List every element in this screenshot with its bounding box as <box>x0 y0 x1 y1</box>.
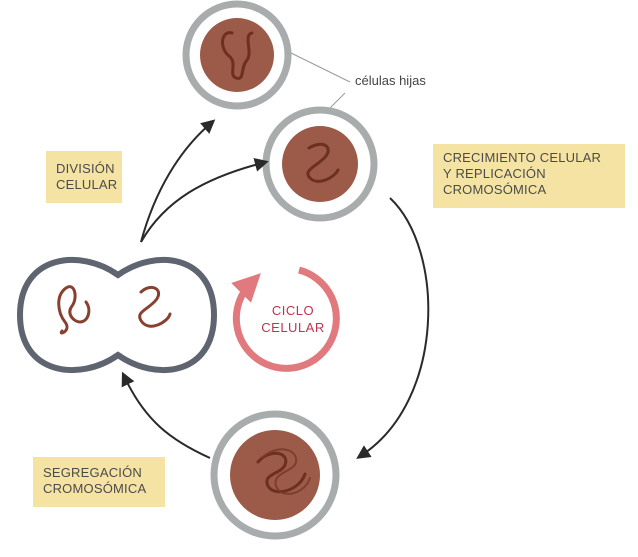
segregation-cell <box>210 410 340 540</box>
daughter-cell-growth <box>262 106 378 222</box>
division-label-line-1: DIVISIÓN <box>56 161 115 176</box>
cycle-title-line-1: CICLO <box>271 303 315 318</box>
division-label-line-2: CELULAR <box>56 177 118 192</box>
cycle-ring <box>231 266 340 372</box>
chromosome-icon <box>306 142 340 183</box>
growth-replication-label: CRECIMIENTO CELULAR Y REPLICACIÓN CROMOS… <box>433 144 625 208</box>
arrow-division-to-top-cell <box>140 119 216 243</box>
growth-label-line-3: CROMOSÓMICA <box>443 182 547 197</box>
arrow-segregation-to-division <box>121 371 211 459</box>
arrow-division-to-growth-cell <box>140 158 269 243</box>
daughter-cells-label: células hijas <box>355 73 426 88</box>
segregation-label-line-1: SEGREGACIÓN <box>43 465 142 480</box>
segregation-label-line-2: CROMOSÓMICA <box>43 481 147 496</box>
segregation-label: SEGREGACIÓN CROMOSÓMICA <box>33 457 165 507</box>
daughter-cell-pointer-top <box>288 51 351 83</box>
division-label: DIVISIÓN CELULAR <box>46 151 122 203</box>
arrow-growth-to-segregation <box>356 197 430 459</box>
chromosome-icon <box>221 31 254 80</box>
chromosome-icon <box>256 451 307 494</box>
cycle-title-line-2: CELULAR <box>261 320 325 335</box>
growth-label-line-1: CRECIMIENTO CELULAR <box>443 150 602 165</box>
chromosome-icon <box>138 286 172 328</box>
cycle-title: CICLO CELULAR <box>243 302 343 336</box>
dividing-cell <box>16 257 218 373</box>
daughter-cell-top <box>182 0 292 110</box>
chromosome-icon <box>261 448 311 495</box>
growth-label-line-2: Y REPLICACIÓN <box>443 166 546 181</box>
chromosome-icon <box>57 285 91 335</box>
